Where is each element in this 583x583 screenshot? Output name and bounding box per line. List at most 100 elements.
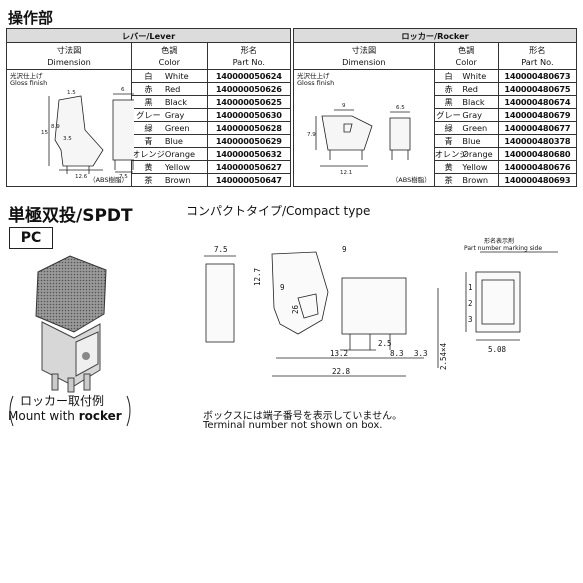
rocker-color-en: Brown — [462, 175, 489, 185]
rocker-color-row: オレンジOrange — [434, 148, 498, 161]
lever-dim-4: 15 — [41, 130, 48, 136]
lever-dim-5: 12.6 — [75, 174, 88, 180]
spdt-dim-11: 5.08 — [488, 345, 507, 354]
rocker-color-jp: 茶 — [444, 175, 453, 185]
spdt-dim-2: 12.7 — [253, 268, 262, 286]
rocker-dim-0: 9 — [342, 103, 346, 109]
caption-brackets — [9, 395, 131, 427]
spdt-pin-3: 3 — [468, 315, 473, 324]
rocker-abs-note: （ABS樹脂） — [391, 176, 431, 184]
lever-color-row: 白 White — [132, 70, 207, 83]
lever-part-number: 140000050630 — [207, 109, 290, 122]
rocker-part-number: 140000480674 — [498, 96, 576, 109]
lever-color-row: 黒 Black — [132, 96, 207, 109]
spdt-pin-1: 1 — [468, 283, 473, 292]
rocker-part-number: 140000480677 — [498, 122, 576, 135]
rocker-color-row: 赤 Red — [434, 83, 498, 96]
lever-color-row: 青 Blue — [132, 135, 207, 148]
rocker-color-jp: オレンジ — [434, 149, 468, 159]
mount-caption: ロッカー取付例 Mount with rocker — [8, 392, 122, 423]
lever-part-number: 140000050626 — [207, 83, 290, 96]
note-jp: ボックスには端子番号を表示していません。 — [203, 411, 403, 422]
spdt-pin-2: 2 — [468, 299, 473, 308]
rocker-color-en: Yellow — [462, 162, 488, 172]
lever-color-en: Red — [164, 84, 181, 94]
rocker-dim-3: 12.1 — [340, 170, 352, 176]
rocker-part-number: 140000480673 — [498, 70, 576, 83]
lever-part-number: 140000050628 — [207, 122, 290, 135]
lever-color-jp: 赤 — [144, 84, 153, 94]
mount-caption-jp: ロッカー取付例 — [20, 394, 105, 408]
lever-dim-3: 3.5 — [63, 136, 72, 142]
marking-jp: 形名表示剤 — [484, 237, 514, 245]
mount-caption-en: Mount with — [8, 409, 79, 423]
lever-color-en: Gray — [164, 110, 185, 120]
lever-part-number: 140000050629 — [207, 135, 290, 148]
rocker-color-en: Red — [462, 84, 478, 94]
rocker-part-number: 140000480675 — [498, 83, 576, 96]
lever-dim-2: 8.9 — [51, 124, 60, 130]
rocker-color-jp: 白 — [444, 71, 453, 81]
lever-dim-0: 1.5 — [67, 90, 76, 96]
spdt-dim-3: 9 — [280, 283, 285, 292]
spdt-title: 単極双投/SPDT — [8, 206, 133, 226]
lever-color-en: Yellow — [164, 162, 191, 172]
lever-color-jp: 緑 — [144, 123, 153, 133]
rocker-part-number: 140000480680 — [498, 148, 576, 161]
rocker-dim-2: 7.9 — [307, 132, 316, 138]
lever-color-jp: 黒 — [144, 97, 153, 107]
rocker-part-number: 140000480693 — [504, 175, 571, 185]
spdt-dim-7: 8.3 — [390, 349, 404, 358]
marking-en: Part number marking side — [464, 245, 542, 252]
lever-color-en: Black — [164, 97, 187, 107]
rocker-color-jp: 黄 — [444, 162, 453, 172]
lever-color-jp: 青 — [144, 136, 153, 146]
rocker-color-jp: 緑 — [444, 123, 453, 133]
spdt-dim-0: 7.5 — [214, 245, 228, 254]
lever-part-number: 140000050647 — [215, 175, 282, 185]
rocker-color-jp: 赤 — [444, 84, 453, 94]
rocker-color-row: 茶 Brown — [435, 174, 498, 186]
lever-color-row: オレンジOrange — [132, 148, 207, 161]
spdt-dimension-drawing: 7.5 9 12.7 9 26 13.2 2.5 8.3 3.3 22.8 2.… — [204, 237, 558, 377]
lever-color-en: Orange — [164, 149, 196, 159]
lever-color-en: Green — [164, 123, 190, 133]
lever-part-number: 140000050627 — [207, 161, 290, 174]
lever-drawing-svg: 1.5 6 8.9 3.5 15 12.6 7.5 — [41, 87, 134, 180]
rocker-drawing-svg: 9 6.5 7.9 12.1 — [307, 103, 411, 176]
rocker-part-number: 140000480679 — [498, 109, 576, 122]
rocker-color-en: Gray — [462, 110, 482, 120]
lever-color-jp: グレー — [136, 110, 161, 120]
lever-color-en: Brown — [164, 175, 191, 185]
lever-part-number: 140000050625 — [207, 96, 290, 109]
lever-color-en: White — [164, 71, 189, 81]
rocker-color-jp: 黒 — [444, 97, 453, 107]
rocker-color-en: Green — [462, 123, 488, 133]
model-badge: PC — [9, 227, 53, 249]
lever-color-jp: 白 — [144, 71, 153, 81]
lever-color-en: Blue — [164, 136, 183, 146]
rocker-color-row: 黄 Yellow — [434, 161, 498, 174]
spdt-dim-9: 22.8 — [332, 367, 351, 376]
lever-color-jp: オレンジ — [132, 149, 165, 159]
lever-dim-6: 7.5 — [119, 174, 128, 180]
lever-part-number: 140000050632 — [207, 148, 290, 161]
rocker-color-en: Orange — [462, 149, 493, 159]
rocker-color-en: Blue — [462, 136, 481, 146]
